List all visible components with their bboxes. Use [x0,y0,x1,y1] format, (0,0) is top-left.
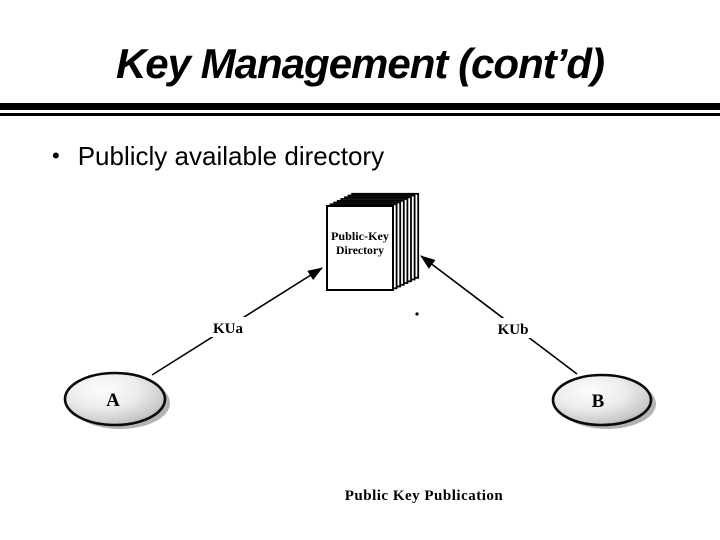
bullet-text: Publicly available directory [77,141,385,171]
label-kua-text: KUa [213,321,244,337]
node-b-label: B [592,391,605,412]
directory-label-line1: Public-Key [331,229,389,243]
directory-front-page [326,205,394,291]
node-b: B [551,373,656,429]
directory-label-line2: Directory [336,243,384,257]
label-kub-backplate [488,318,538,338]
label-kub-text: KUb [498,322,529,338]
bullet-item: • Publicly available directory [52,141,384,172]
node-b-ellipse [551,373,653,427]
title-separator-thick [0,103,720,110]
title-separator-thin [0,113,720,116]
bullet-icon: • [52,143,60,168]
node-a-label: A [106,390,120,411]
label-kua-backplate [203,317,253,337]
label-kub: KUb [488,318,538,338]
stray-dot [415,312,419,316]
slide-title: Key Management (cont’d) [115,40,605,87]
arrow-b-to-directory [420,255,578,375]
public-key-directory-stack: Public-Key Directory [326,192,420,291]
node-a: A [63,371,170,429]
label-kua: KUa [203,317,253,337]
diagram-caption: Public Key Publication [345,488,504,504]
node-a-ellipse [63,371,167,427]
